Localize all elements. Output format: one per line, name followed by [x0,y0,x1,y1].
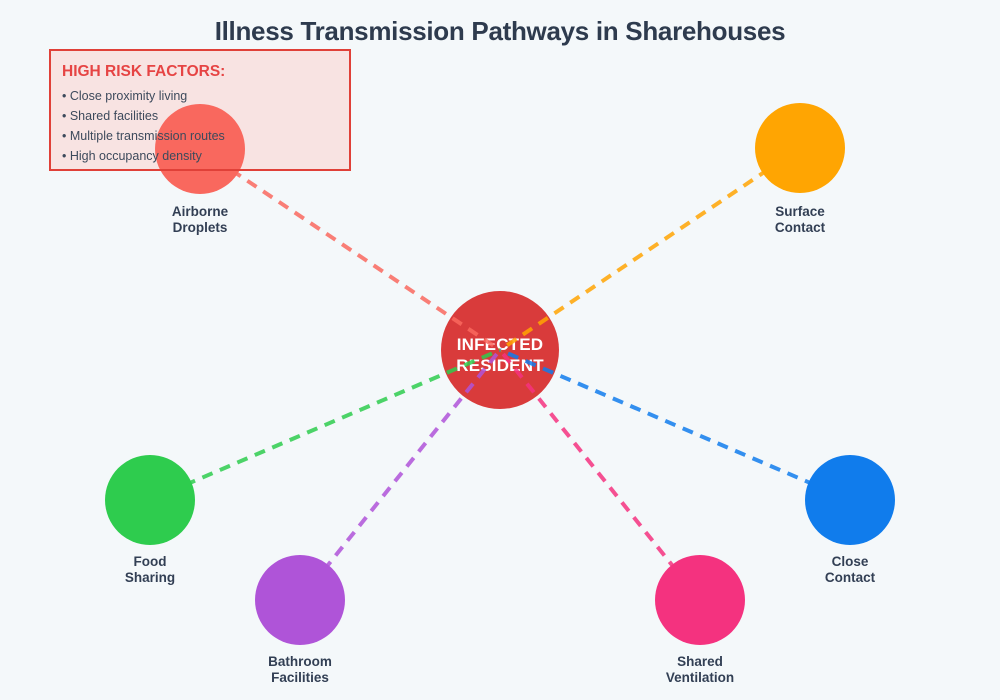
node-label-bathroom-facilities-line2: Facilities [271,670,329,685]
pathway-line-close-contact [499,348,851,502]
node-label-bathroom-facilities-line1: Bathroom [268,654,332,669]
node-circle-bathroom-facilities [255,555,345,645]
node-label-airborne-droplets-line2: Droplets [173,220,228,235]
pathway-line-food-sharing [149,348,501,502]
node-circle-shared-ventilation [655,555,745,645]
node-label-shared-ventilation-line1: Shared [677,654,723,669]
risk-item-shared-facilities: • Shared facilities [62,109,158,123]
pathway-line-airborne-droplets [198,147,502,352]
node-label-close-contact-line1: Close [832,554,869,569]
center-node-label-line2: RESIDENT [456,356,544,375]
risk-item-close-proximity: • Close proximity living [62,89,187,103]
node-label-food-sharing-line1: Food [134,554,167,569]
node-label-surface-contact-line2: Contact [775,220,826,235]
node-label-surface-contact-line1: Surface [775,204,825,219]
node-label-airborne-droplets-line1: Airborne [172,204,229,219]
risk-item-occupancy-density: • High occupancy density [62,149,203,163]
node-label-close-contact-line2: Contact [825,570,876,585]
diagram-title: Illness Transmission Pathways in Shareho… [215,16,786,46]
risk-item-multiple-routes: • Multiple transmission routes [62,129,225,143]
node-label-shared-ventilation-line2: Ventilation [666,670,734,685]
center-node-label-line1: INFECTED [457,335,544,354]
node-label-food-sharing-line2: Sharing [125,570,175,585]
pathway-line-surface-contact [498,146,802,352]
risk-box-title: HIGH RISK FACTORS: [62,63,225,80]
risk-box-border [49,49,351,171]
node-circle-surface-contact [755,103,845,193]
pathway-line-shared-ventilation [498,348,702,602]
node-circle-airborne-droplets [155,104,245,194]
node-circle-food-sharing [105,455,195,545]
pathway-line-bathroom-facilities [298,348,502,602]
node-circle-close-contact [805,455,895,545]
